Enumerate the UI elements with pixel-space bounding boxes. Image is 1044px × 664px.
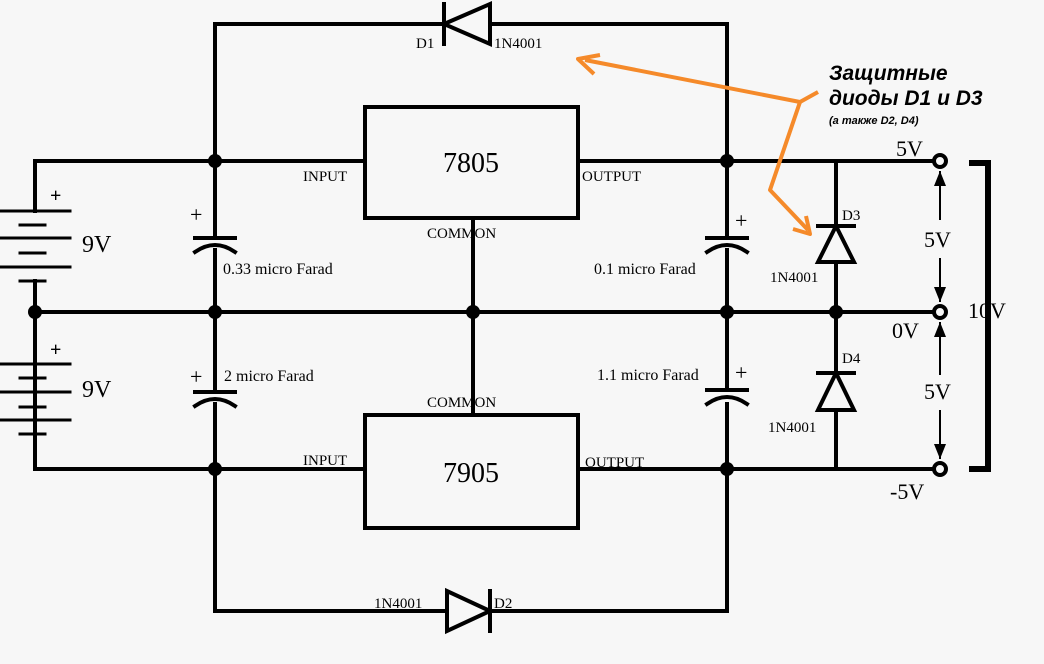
regulator-name: 7905	[443, 458, 499, 489]
capacitor-plus: +	[190, 202, 202, 227]
span-label: 5V	[924, 227, 951, 252]
capacitor-symbols	[192, 236, 750, 409]
wires	[33, 22, 942, 613]
pin-label: INPUT	[303, 169, 347, 185]
pin-label: INPUT	[303, 453, 347, 469]
pin-label: OUTPUT	[585, 455, 644, 471]
diode-d1	[438, 0, 492, 48]
diode-d2	[445, 587, 495, 635]
diode-ref: D4	[842, 351, 861, 367]
annotation-arrows	[576, 53, 819, 236]
output-label-bottom: -5V	[890, 479, 924, 504]
battery-bottom	[0, 362, 72, 471]
regulator-7805	[363, 105, 580, 220]
output-label-mid: 0V	[892, 318, 919, 343]
regulator-name: 7805	[443, 148, 499, 179]
annotation-title: Защитные	[829, 62, 948, 85]
pin-label: COMMON	[427, 226, 496, 242]
battery-top	[0, 209, 72, 283]
diode-part: 1N4001	[770, 270, 818, 286]
diode-d4	[814, 368, 858, 412]
span-label: 5V	[924, 379, 951, 404]
capacitor-plus: +	[735, 208, 747, 233]
capacitor-plus: +	[190, 364, 202, 389]
output-terminals	[932, 153, 948, 477]
diode-part: 1N4001	[494, 36, 542, 52]
capacitor-label: 0.1 micro Farad	[594, 261, 696, 278]
voltage-span-arrows	[934, 171, 946, 459]
diode-ref: D3	[842, 208, 860, 224]
output-label-top: 5V	[896, 136, 923, 161]
battery-plus-sign: +	[50, 339, 61, 361]
battery-plus-sign: +	[50, 185, 61, 207]
capacitor-label: 1.1 micro Farad	[597, 367, 699, 384]
capacitor-label: 2 micro Farad	[224, 368, 314, 385]
regulator-7905	[363, 413, 580, 530]
diode-part: 1N4001	[374, 596, 422, 612]
total-voltage-label: 10V	[968, 298, 1006, 323]
battery-voltage-label: 9V	[82, 377, 112, 403]
capacitor-plus: +	[735, 360, 747, 385]
annotation-title: диоды D1 и D3	[829, 87, 983, 110]
annotation-note: (а также D2, D4)	[829, 115, 919, 127]
capacitor-label: 0.33 micro Farad	[223, 261, 333, 278]
junction-dots	[28, 154, 843, 476]
diode-d3	[814, 221, 858, 264]
battery-voltage-label: 9V	[82, 232, 112, 258]
diode-ref: D2	[494, 596, 512, 612]
total-bracket	[969, 160, 991, 472]
pin-label: COMMON	[427, 395, 496, 411]
diode-part: 1N4001	[768, 420, 816, 436]
diode-ref: D1	[416, 36, 434, 52]
pin-label: OUTPUT	[582, 169, 641, 185]
